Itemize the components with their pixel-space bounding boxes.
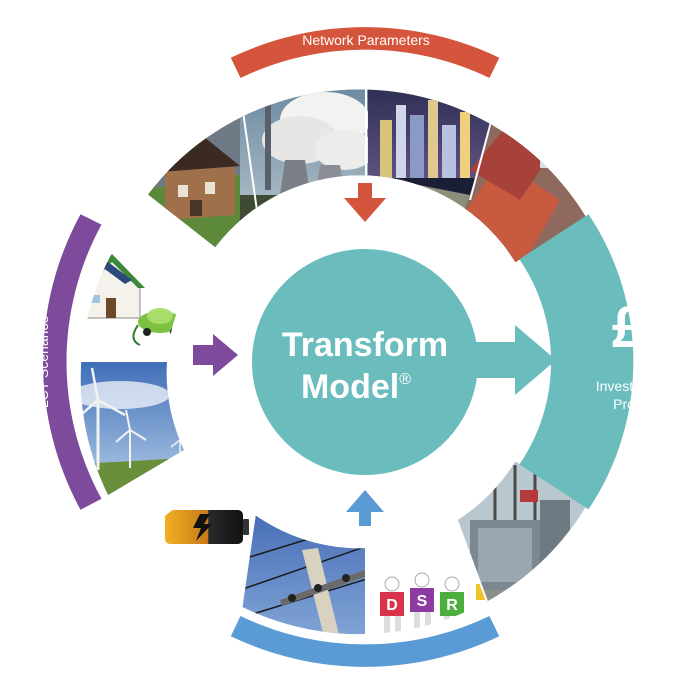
transform-model-title-line2: Model® [301,368,411,406]
battery-image [165,510,249,544]
transform-model-circle [252,249,478,475]
power-station-image [240,89,375,263]
transform-model-title-line1: Transform [282,326,448,364]
network-photo-sector [148,89,586,263]
up-arrow [346,490,384,526]
lct-scenarios-band [42,214,102,510]
down-arrow [344,183,386,222]
network-parameters-label: Network Parameters [302,32,430,48]
svg-text:S: S [417,593,428,610]
dsr-figure-s: S [410,572,434,630]
svg-text:R: R [446,597,458,614]
model-word: Model [301,368,399,406]
svg-text:D: D [386,597,398,614]
investment-profile-label-line2: Profile [613,396,653,412]
solutions-band [230,616,500,667]
right-arrow-lct [193,334,238,376]
registered-mark: ® [399,371,411,388]
lct-scenarios-label: LCT Scenarios [35,316,51,408]
investment-profile-label-line1: Investment [596,378,665,394]
solutions-label: Solutions [337,679,395,695]
network-parameters-band [230,27,500,78]
investment-profile-segment [519,214,634,510]
pound-sign-icon: £ [612,295,644,360]
right-arrow [470,325,556,395]
dsr-figure-d: D [380,576,404,634]
solutions-photo-sector: D S R [148,461,586,635]
